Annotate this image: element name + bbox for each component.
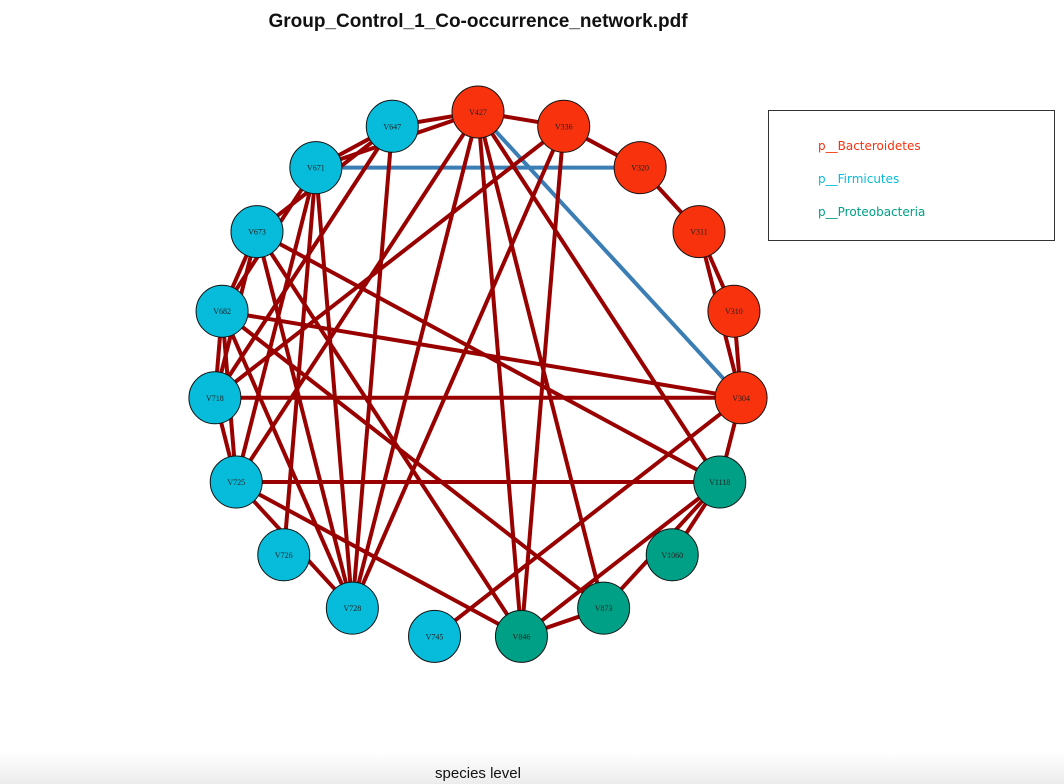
- node-V1060: V1060: [645, 528, 699, 582]
- legend-item-proteobacteria: p__Proteobacteria: [818, 205, 926, 219]
- node-circle: [408, 609, 462, 663]
- edge-V336-V728: [350, 124, 566, 611]
- node-label: V304: [732, 394, 750, 403]
- node-circle: [188, 371, 242, 425]
- node-circle: [693, 455, 747, 509]
- node-label: V1118: [709, 478, 730, 487]
- edge-V427-V873: [476, 110, 606, 611]
- edge-V671-V728: [313, 165, 355, 611]
- node-circle: [257, 528, 311, 582]
- node-circle: [645, 528, 699, 582]
- node-label: V673: [248, 228, 266, 237]
- edge-V427-V725: [234, 110, 480, 485]
- node-V718: V718: [188, 371, 242, 425]
- edge-V427-V1118: [476, 110, 722, 485]
- node-V725: V725: [209, 455, 263, 509]
- node-circle: [577, 581, 631, 635]
- node-label: V320: [631, 164, 649, 173]
- node-circle: [325, 581, 379, 635]
- node-label: V725: [227, 478, 245, 487]
- node-label: V647: [383, 122, 401, 131]
- node-V728: V728: [325, 581, 379, 635]
- node-label: V728: [343, 604, 361, 613]
- node-circle: [230, 205, 284, 259]
- edge-V682-V304: [220, 309, 744, 400]
- footer-band: [0, 752, 1064, 784]
- node-label: V873: [595, 604, 613, 613]
- edge-V427-V728: [350, 110, 480, 611]
- node-V311: V311: [672, 205, 726, 259]
- node-circle: [613, 141, 667, 195]
- node-circle: [672, 205, 726, 259]
- node-V673: V673: [230, 205, 284, 259]
- node-label: V671: [307, 164, 325, 173]
- node-circle: [707, 284, 761, 338]
- edge-V682-V873: [220, 309, 606, 611]
- node-layer: V427V336V320V311V310V304V1118V1060V873V8…: [188, 85, 768, 663]
- node-label: V682: [213, 307, 231, 316]
- edge-V673-V728: [254, 229, 355, 611]
- node-V682: V682: [195, 284, 249, 338]
- page-title: Group_Control_1_Co-occurrence_network.pd…: [268, 11, 688, 32]
- node-V647: V647: [365, 99, 419, 153]
- node-label: V310: [725, 307, 743, 316]
- edge-V671-V726: [281, 165, 318, 557]
- edge-V745-V304: [432, 395, 744, 639]
- node-V671: V671: [289, 141, 343, 195]
- node-circle: [714, 371, 768, 425]
- node-label: V726: [275, 551, 293, 560]
- node-circle: [451, 85, 505, 139]
- footer-caption: species level: [435, 765, 521, 782]
- node-V304: V304: [714, 371, 768, 425]
- node-label: V311: [690, 228, 707, 237]
- edge-V1118-V846: [519, 480, 722, 639]
- node-label: V427: [469, 108, 487, 117]
- node-label: V718: [206, 394, 224, 403]
- edge-V427-V846: [476, 110, 524, 639]
- edge-V725-V846: [234, 480, 524, 639]
- edge-V647-V718: [212, 124, 395, 400]
- edge-V682-V728: [220, 309, 355, 611]
- edge-V671-V725: [234, 165, 318, 485]
- node-V1118: V1118: [693, 455, 747, 509]
- node-circle: [289, 141, 343, 195]
- node-label: V1060: [661, 551, 683, 560]
- node-V873: V873: [577, 581, 631, 635]
- node-V745: V745: [408, 609, 462, 663]
- node-V726: V726: [257, 528, 311, 582]
- node-V336: V336: [537, 99, 591, 153]
- legend: p__Bacteroidetes p__Firmicutes p__Proteo…: [768, 110, 1055, 241]
- node-V846: V846: [494, 609, 548, 663]
- node-circle: [195, 284, 249, 338]
- node-circle: [365, 99, 419, 153]
- node-circle: [209, 455, 263, 509]
- legend-item-firmicutes: p__Firmicutes: [818, 172, 900, 186]
- edge-V647-V728: [350, 124, 395, 611]
- edge-V673-V846: [254, 229, 524, 639]
- node-label: V846: [513, 632, 531, 641]
- node-label: V745: [426, 632, 444, 641]
- node-circle: [494, 609, 548, 663]
- legend-item-bacteroidetes: p__Bacteroidetes: [818, 139, 921, 153]
- node-V310: V310: [707, 284, 761, 338]
- node-label: V336: [555, 122, 573, 131]
- node-V427: V427: [451, 85, 505, 139]
- node-V320: V320: [613, 141, 667, 195]
- node-circle: [537, 99, 591, 153]
